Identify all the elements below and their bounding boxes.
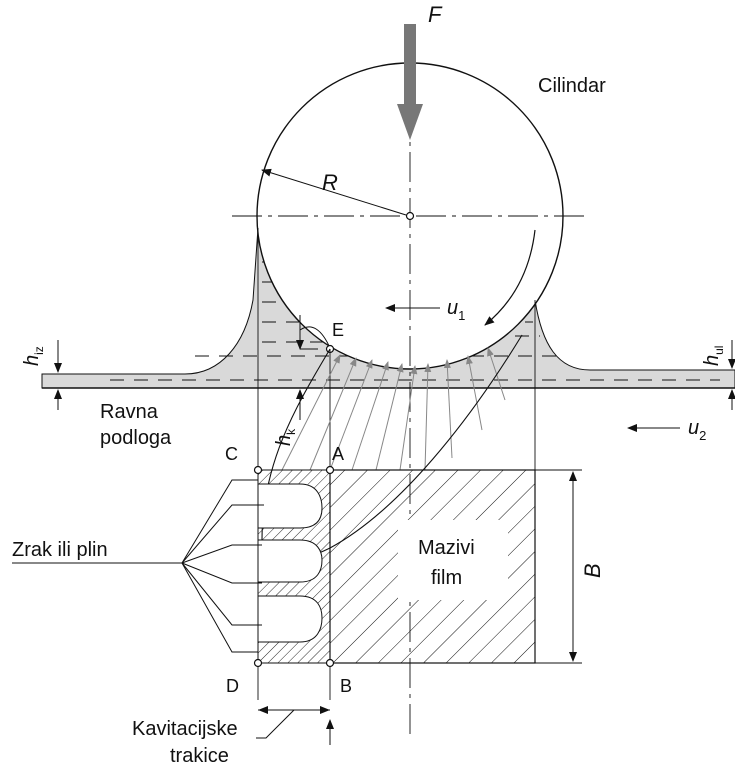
corner-markers: [253, 465, 335, 668]
cavitation-strips: [258, 470, 330, 663]
e-outlet-curve: [299, 326, 331, 349]
film-label-line2: film: [431, 567, 462, 589]
u1-label: u1: [447, 297, 465, 323]
force-label: F: [428, 2, 443, 27]
h-iz-label: hiz: [21, 346, 46, 366]
h-iz-dimension: [42, 340, 68, 410]
radius-label: R: [322, 170, 338, 195]
h-ul-dimension: [710, 340, 735, 410]
u2-label: u2: [688, 417, 706, 443]
point-c-label: C: [225, 444, 238, 464]
film-label-line1: Mazivi: [418, 537, 475, 559]
radius-line: [261, 168, 407, 216]
strips-label-line1: Kavitacijske: [132, 718, 238, 740]
rotation-arrow: [484, 229, 536, 326]
strips-label-line2: trakice: [170, 745, 229, 767]
surface-label-line1: Ravna: [100, 401, 159, 423]
cylinder-label: Cilindar: [538, 75, 606, 97]
width-b-dimension: [535, 469, 582, 664]
point-e-label: E: [332, 320, 344, 340]
gas-leader-lines: [12, 479, 264, 653]
hk-dimension: [296, 315, 318, 420]
h-ul-label: hul: [701, 346, 726, 366]
strips-dimension: [256, 706, 334, 745]
surface-label-line2: podloga: [100, 427, 172, 449]
force-arrow: [397, 24, 423, 140]
point-b-label: B: [340, 676, 352, 696]
point-a-label: A: [332, 444, 344, 464]
cavitation-region-border: [257, 469, 331, 664]
pressure-arrows: [281, 347, 506, 471]
h-k-label: hk: [273, 428, 298, 446]
film-label-box: [398, 520, 508, 600]
width-b-label: B: [580, 563, 605, 578]
cylinder-center: [405, 211, 415, 221]
point-d-label: D: [226, 676, 239, 696]
gas-label: Zrak ili plin: [12, 539, 108, 561]
